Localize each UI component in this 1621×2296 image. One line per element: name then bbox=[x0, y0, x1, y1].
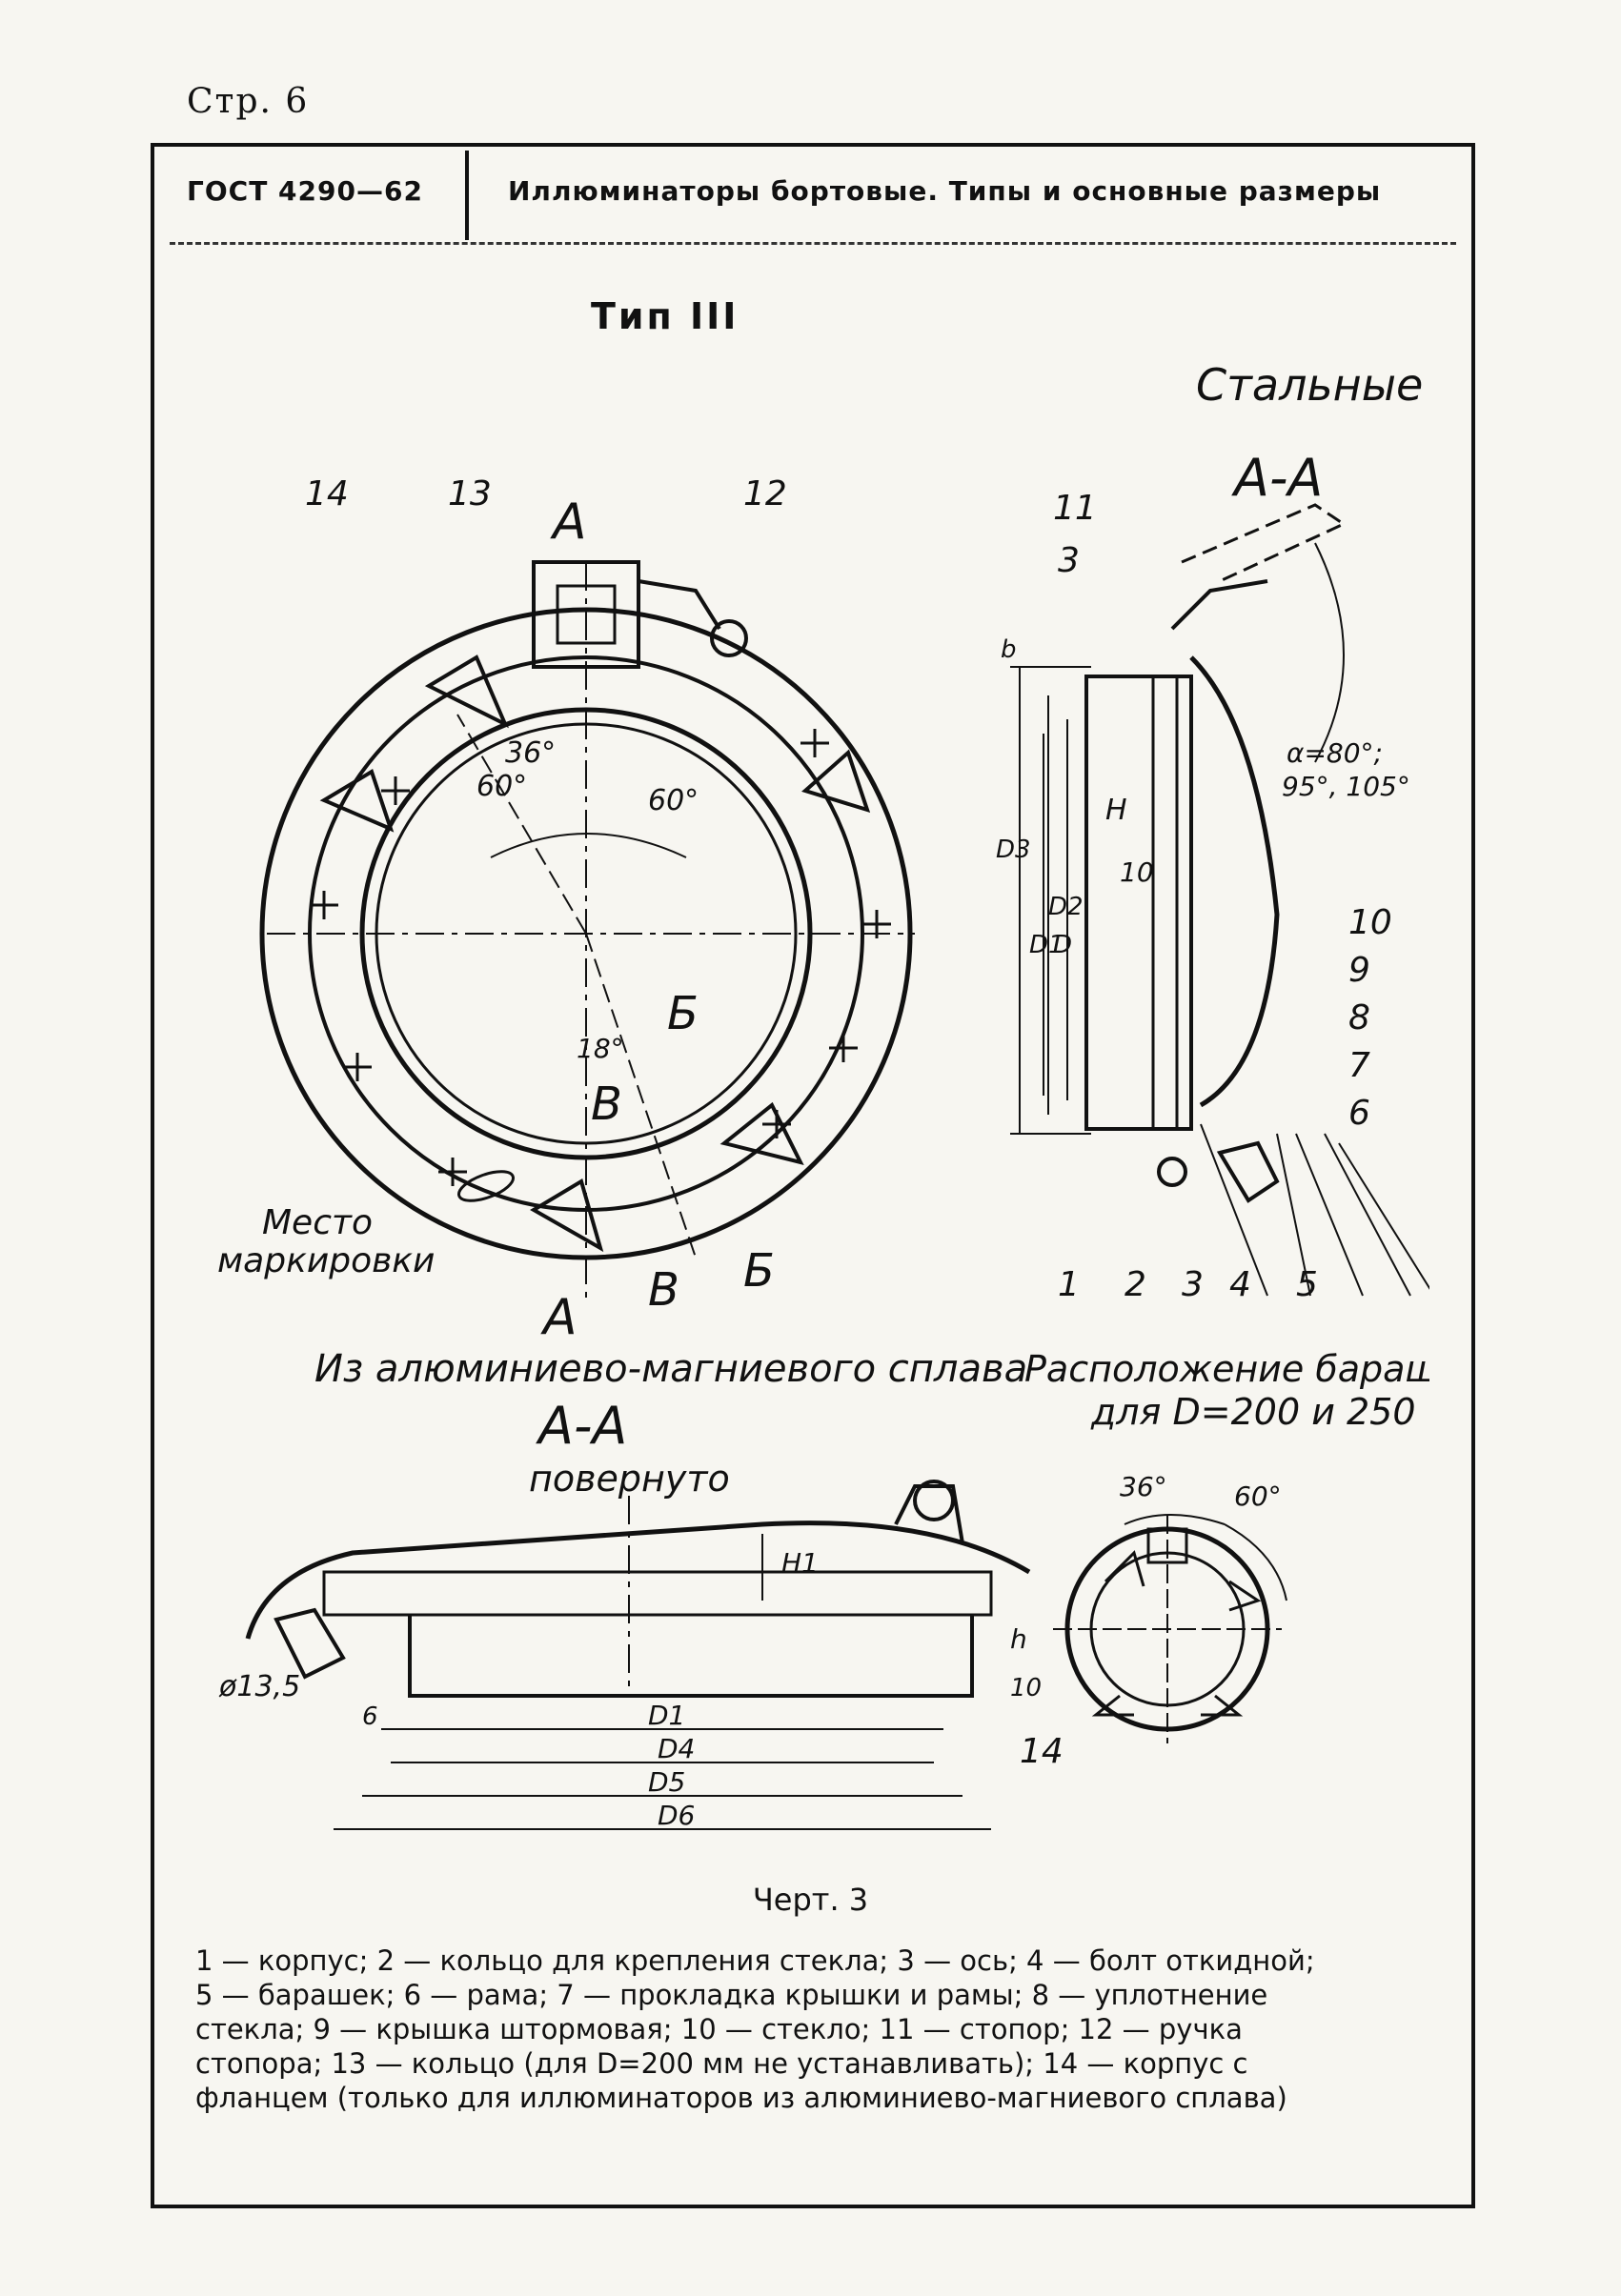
section-aa-steel: А-А bbox=[1231, 448, 1323, 508]
document-frame bbox=[151, 143, 1475, 2208]
dim-10-label: 10 bbox=[1120, 856, 1154, 888]
callout-3-top: 3 bbox=[1058, 541, 1080, 580]
dim-6-label: 6 bbox=[362, 1702, 378, 1731]
legend-line: 1 — корпус; 2 — кольцо для крепления сте… bbox=[195, 1944, 1315, 1977]
standard-number: ГОСТ 4290—62 bbox=[187, 175, 423, 207]
angle-60-left: 60° bbox=[476, 770, 527, 803]
angle-alpha: α=80°; bbox=[1287, 737, 1383, 769]
alloy-section-view bbox=[245, 1480, 1031, 1830]
section-mark-a-top: А bbox=[550, 493, 587, 551]
callout-1: 1 bbox=[1058, 1265, 1080, 1304]
wingnut-angle-60: 60° bbox=[1234, 1480, 1282, 1512]
legend-line: 5 — барашек; 6 — рама; 7 — прокладка кры… bbox=[195, 1979, 1268, 2011]
section-mark-b-top: Б bbox=[667, 987, 699, 1040]
wingnut-angle-36: 36° bbox=[1120, 1471, 1167, 1502]
legend-line: стопора; 13 — кольцо (для D=200 мм не ус… bbox=[195, 2047, 1248, 2080]
dim-d2-label: D2 bbox=[1048, 893, 1084, 921]
section-mark-v-bottom: В bbox=[648, 1263, 679, 1317]
header-rule bbox=[170, 242, 1456, 245]
callout-3: 3 bbox=[1182, 1265, 1204, 1304]
technical-drawing: Стальные А-А А А Б Б В В 36° 60° 60° 18°… bbox=[217, 359, 1429, 1831]
dim-d6-label: D6 bbox=[658, 1800, 695, 1831]
dim-d-label: D bbox=[1053, 931, 1072, 959]
marking-label-1: Место bbox=[262, 1203, 373, 1242]
wingnut-label-1: Расположение барашков bbox=[1024, 1348, 1429, 1390]
dim-d1-label: D1 bbox=[1029, 931, 1064, 959]
section-mark-v-top: В bbox=[591, 1078, 622, 1131]
type-title: Тип III bbox=[591, 295, 740, 337]
rotated-label: повернуто bbox=[529, 1458, 730, 1500]
legend-line: фланцем (только для иллюминаторов из алю… bbox=[195, 2082, 1287, 2114]
section-mark-b-bottom: Б bbox=[743, 1244, 775, 1298]
dim-h-small-label: h bbox=[1010, 1623, 1027, 1655]
figure-caption: Черт. 3 bbox=[752, 1882, 869, 1918]
dim-h-label: H bbox=[1105, 794, 1127, 827]
angle-alpha-values: 95°, 105° bbox=[1282, 771, 1410, 802]
page-number: Стр. 6 bbox=[187, 82, 310, 121]
section-mark-a-bottom: А bbox=[540, 1289, 577, 1346]
callout-8: 8 bbox=[1348, 998, 1370, 1037]
alloy-label: Из алюминиево-магниевого сплава bbox=[314, 1347, 1027, 1391]
dim-d1-alloy-label: D1 bbox=[648, 1700, 685, 1731]
angle-36: 36° bbox=[505, 736, 556, 770]
callout-13: 13 bbox=[448, 474, 492, 514]
angle-60-right: 60° bbox=[648, 784, 699, 817]
header-separator bbox=[465, 151, 469, 240]
callout-11: 11 bbox=[1053, 489, 1097, 528]
document-title: Иллюминаторы бортовые. Типы и основные р… bbox=[508, 175, 1382, 207]
callout-4: 4 bbox=[1229, 1265, 1251, 1304]
front-view bbox=[259, 560, 915, 1305]
dim-10-alloy-label: 10 bbox=[1010, 1674, 1042, 1702]
callout-12: 12 bbox=[743, 474, 787, 514]
document-header: ГОСТ 4290—62 Иллюминаторы бортовые. Типы… bbox=[151, 143, 1475, 245]
dim-b-label: b bbox=[1001, 635, 1017, 664]
callout-10: 10 bbox=[1348, 903, 1392, 942]
callout-6: 6 bbox=[1348, 1094, 1370, 1133]
angle-18: 18° bbox=[577, 1033, 624, 1064]
legend-line: стекла; 9 — крышка штормовая; 10 — стекл… bbox=[195, 2013, 1243, 2045]
steel-section-view bbox=[1010, 503, 1429, 1297]
marking-label-2: маркировки bbox=[217, 1241, 435, 1280]
callout-7: 7 bbox=[1348, 1046, 1370, 1085]
section-aa-alloy: А-А bbox=[536, 1396, 627, 1456]
callout-2: 2 bbox=[1125, 1265, 1146, 1304]
callout-9: 9 bbox=[1348, 951, 1370, 990]
callout-5: 5 bbox=[1296, 1265, 1318, 1304]
callout-14-alloy: 14 bbox=[1020, 1732, 1064, 1771]
dim-d5-label: D5 bbox=[648, 1766, 685, 1798]
steel-label: Стальные bbox=[1196, 359, 1423, 411]
wingnut-arrangement-view bbox=[1053, 1514, 1287, 1743]
legend-text: 1 — корпус; 2 — кольцо для крепления сте… bbox=[195, 1944, 1434, 2115]
dim-phi-label: ø13,5 bbox=[218, 1670, 300, 1703]
callout-14: 14 bbox=[305, 474, 349, 514]
dim-h1-label: H1 bbox=[781, 1547, 819, 1579]
dim-d3-label: D3 bbox=[996, 836, 1031, 864]
dim-d4-label: D4 bbox=[658, 1733, 695, 1764]
wingnut-label-2: для D=200 и 250 bbox=[1090, 1391, 1416, 1433]
